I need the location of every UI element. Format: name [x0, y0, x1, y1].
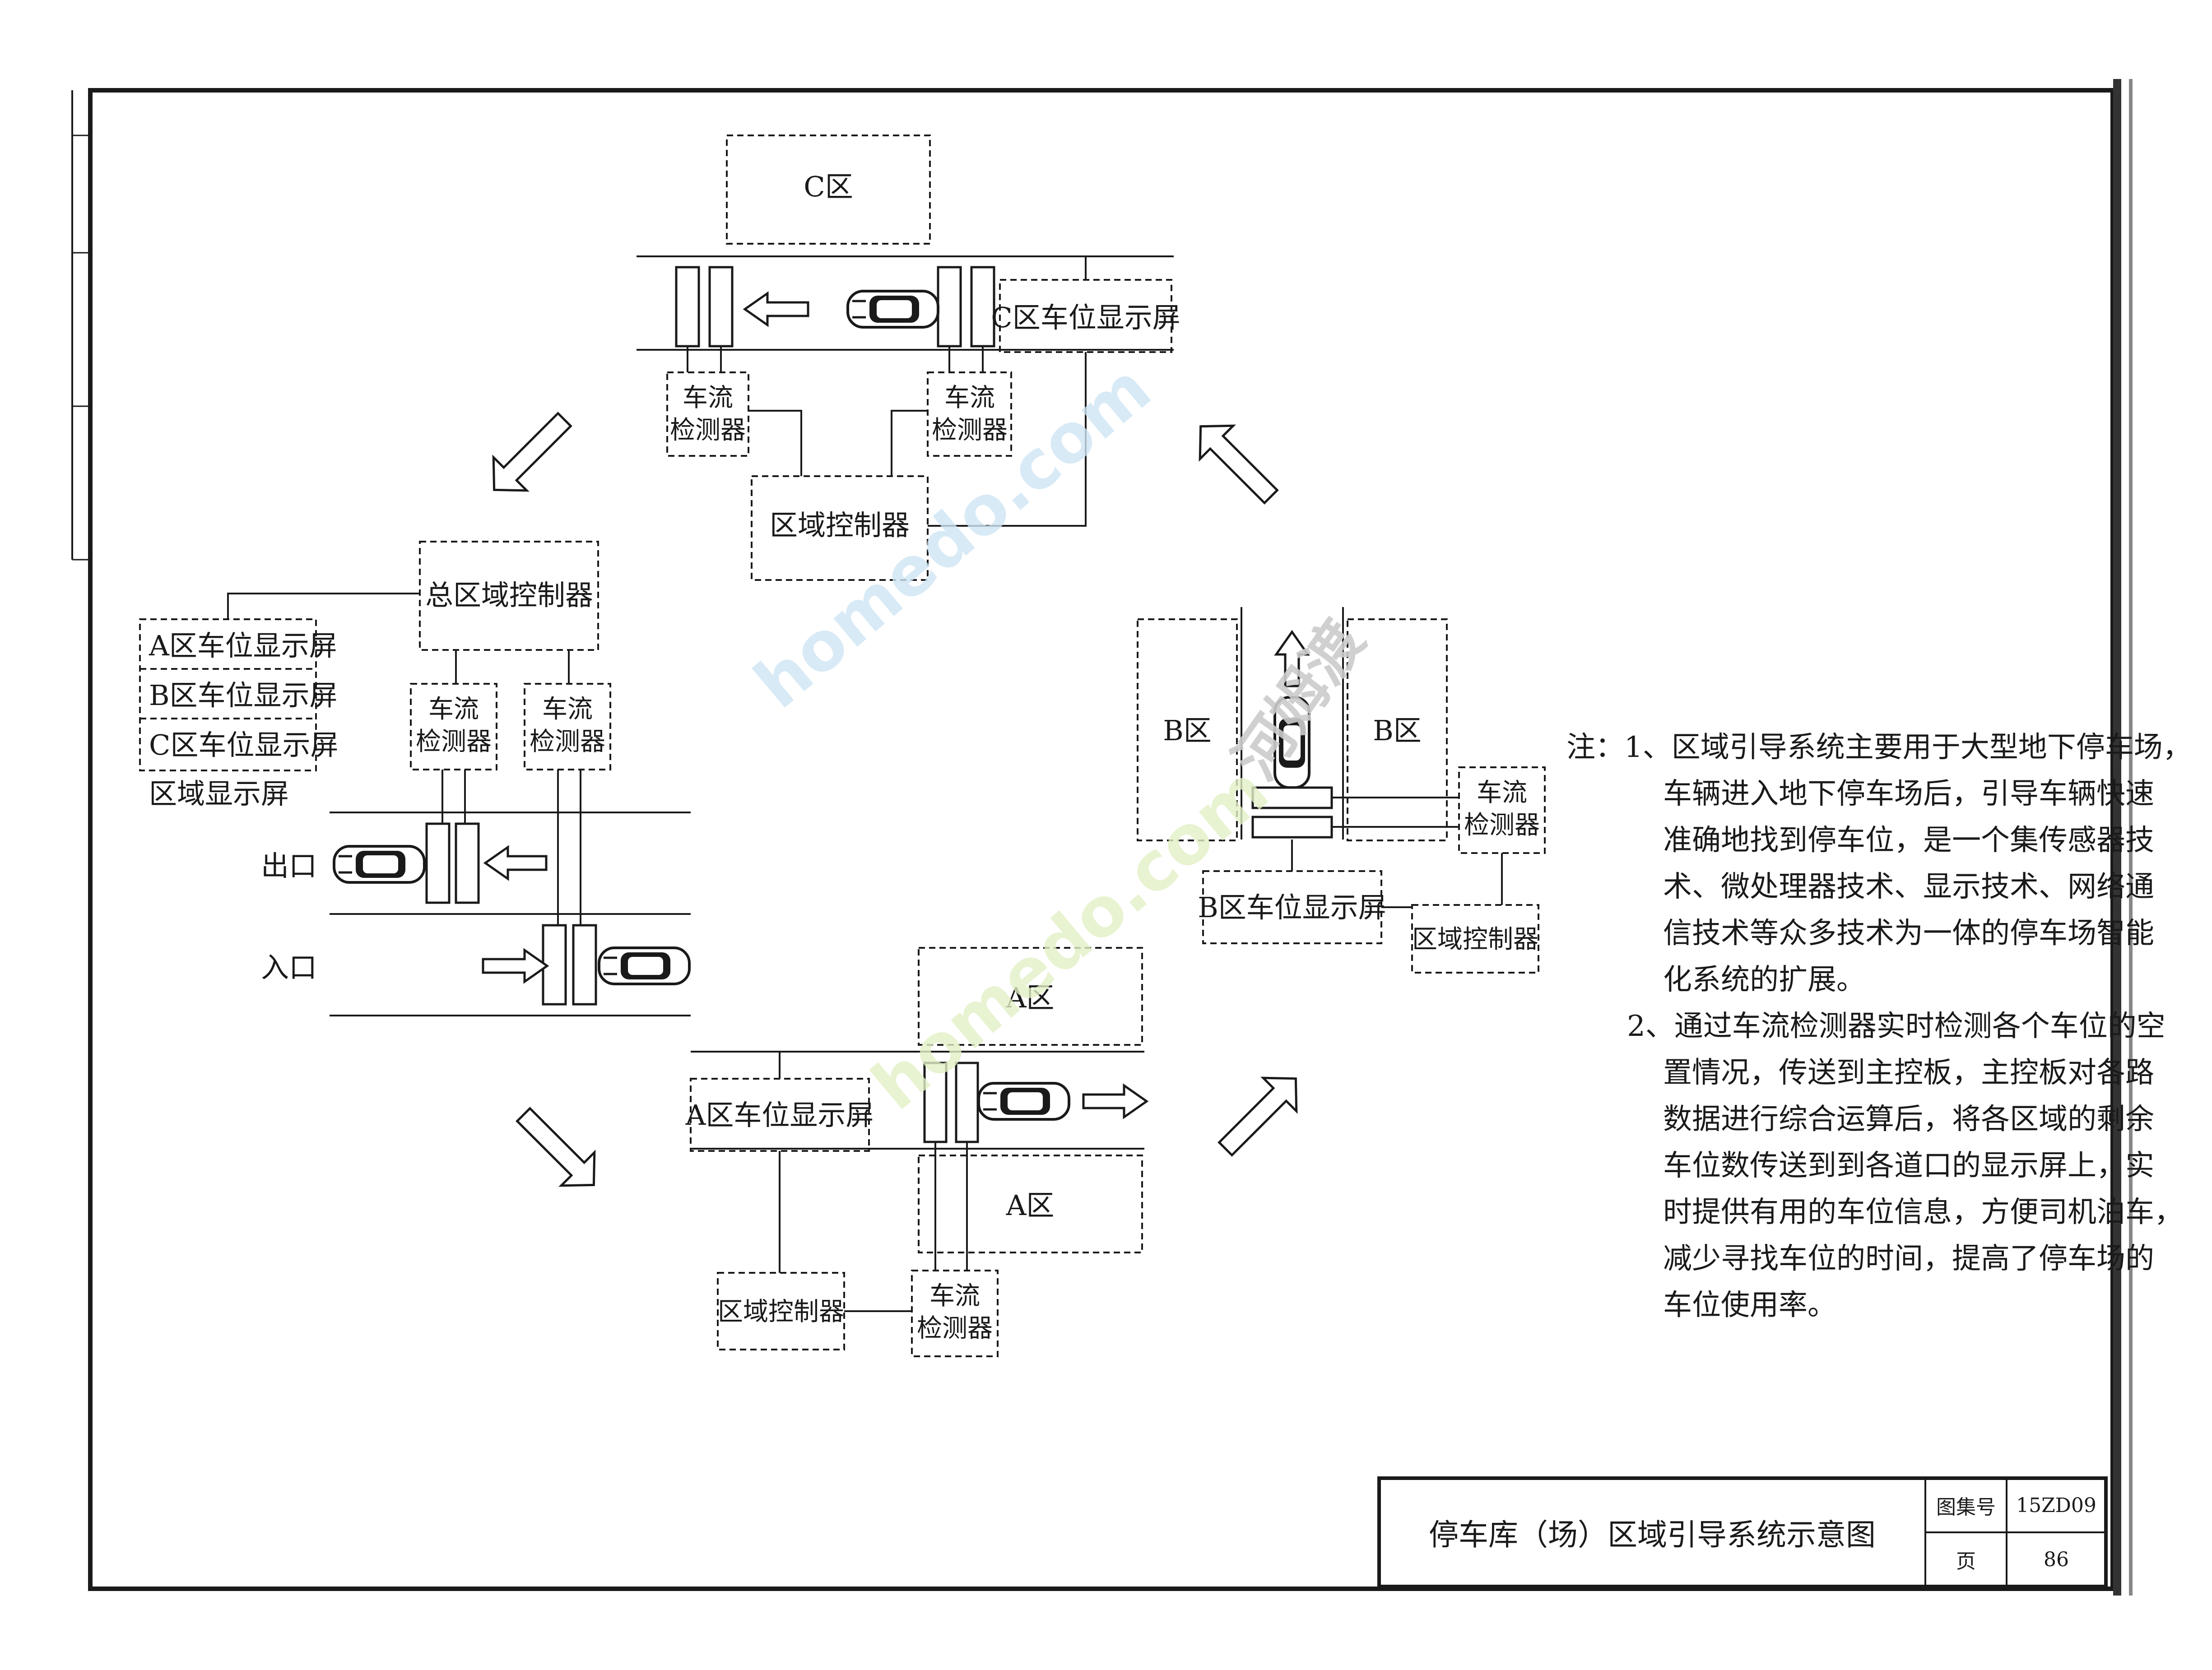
detector-label-line: 检测器	[917, 1314, 993, 1343]
zone-controller-label: 区域控制器	[770, 509, 910, 542]
zone-b-label: B区	[1373, 714, 1422, 747]
cycle-arrow-down-right	[516, 1107, 596, 1187]
note-2-line: 车位使用率。	[1663, 1289, 1836, 1322]
master-controller-label: 总区域控制器	[425, 579, 593, 612]
zone-b-display-label: B区车位显示屏	[149, 679, 338, 712]
detector-sensor	[1251, 786, 1333, 809]
zone-a-display-label: A区车位显示屏	[149, 629, 337, 662]
cycle-arrow-up-right	[1218, 1076, 1298, 1157]
drawing-title: 停车库（场）区域引导系统示意图	[1429, 1517, 1876, 1552]
zone-b-box-left	[1137, 618, 1238, 841]
zone-c-label: C区	[804, 170, 853, 203]
detector-sensor	[572, 924, 597, 1006]
detector-sensor	[923, 1062, 948, 1143]
zone-controller-box	[751, 475, 929, 581]
cycle-arrow-down-left	[492, 412, 572, 492]
detector-label-line: 车流	[929, 1281, 980, 1311]
note-1-line: 准确地找到停车位，是一个集传感器技	[1663, 824, 2154, 857]
atlas-number-value: 15ZD09	[2016, 1494, 2096, 1517]
detector-label-line: 检测器	[530, 727, 605, 756]
detector-sensor	[1251, 816, 1333, 839]
entrance-label: 入口	[261, 951, 317, 984]
master-controller-box	[419, 541, 599, 651]
drawing-frame	[71, 79, 2133, 1596]
entrance-cluster: 总区域控制器 A区车位显示屏 B区车位显示屏 C区车位显示屏 区域显示屏 车流检…	[139, 541, 691, 1016]
detector-label-line: 车流	[428, 695, 479, 724]
flow-arrow-right	[1082, 1083, 1149, 1119]
zone-c-display-label: C区车位显示屏	[149, 728, 338, 761]
title-block-frame	[1377, 1476, 2108, 1588]
zone-a-cluster: A区 A区 A区车位显示屏 车流检测器 区域控制器	[685, 947, 1149, 1357]
zone-c-display-label: C区车位显示屏	[991, 301, 1180, 334]
detector-sensor	[425, 822, 451, 904]
zone-b-cluster: B区 B区 车流检测器 B区车位显示屏 区域控制器	[1137, 607, 1546, 974]
detector-sensor	[955, 1062, 979, 1143]
flow-arrow-right	[482, 948, 549, 984]
zone-controller-label: 区域控制器	[718, 1297, 844, 1327]
note-2-line: 车位数传送到到各道口的显示屏上，实	[1663, 1149, 2154, 1183]
zone-b-box-right	[1347, 618, 1448, 841]
detector-label: 车流检测器	[932, 383, 1008, 445]
zone-controller-label: 区域控制器	[1412, 925, 1538, 954]
cycle-arrow-up-left	[1199, 424, 1279, 505]
zone-a-label: A区	[1006, 981, 1055, 1014]
zone-a-box-bottom	[918, 1155, 1143, 1253]
zone-display-group-label: 区域显示屏	[149, 777, 289, 810]
note-1-line: 注：1、区域引导系统主要用于大型地下停车场，	[1566, 731, 2192, 764]
detector-label: 车流检测器	[530, 695, 605, 756]
flow-arrow-up	[1274, 630, 1310, 687]
atlas-number-label: 图集号	[1936, 1496, 1996, 1519]
detector-box	[410, 683, 497, 770]
note-1-line: 术、微处理器技术、显示技术、网络通	[1663, 870, 2154, 904]
page-number: 86	[2044, 1548, 2069, 1571]
detector-label-line: 检测器	[932, 416, 1008, 445]
note-1-line: 信技术等众多技术为一体的停车场智能	[1663, 917, 2154, 950]
detector-label: 车流检测器	[670, 383, 746, 445]
zone-controller-box	[717, 1272, 845, 1350]
note-2-line: 数据进行综合运算后，将各区域的剩余	[1663, 1103, 2154, 1136]
zone-a-box-top	[918, 947, 1143, 1046]
note-1-line: 化系统的扩展。	[1663, 963, 1865, 997]
note-2-line: 2、通过车流检测器实时检测各个车位的空	[1627, 1010, 2166, 1043]
display-group-box	[139, 618, 317, 771]
exit-label: 出口	[261, 849, 317, 882]
detector-box	[524, 683, 611, 770]
detector-label-line: 车流	[1477, 778, 1527, 807]
zone-b-label: B区	[1163, 714, 1212, 747]
zone-a-display-label: A区车位显示屏	[685, 1099, 874, 1132]
zone-c-cluster: C区 C区车位显示屏 车流检测器 车流检测器 区域控制器	[637, 135, 1180, 581]
detector-sensor	[937, 266, 962, 348]
binding-margin-ticks	[72, 135, 90, 561]
detector-box	[911, 1270, 999, 1357]
detector-sensor	[708, 266, 734, 348]
detector-label: 车流检测器	[1464, 778, 1540, 840]
zone-b-display-label: B区车位显示屏	[1198, 891, 1386, 924]
zone-controller-box	[1411, 904, 1539, 974]
detector-label-line: 检测器	[670, 416, 746, 445]
note-1-line: 车辆进入地下停车场后，引导车辆快速	[1663, 777, 2154, 811]
detector-label-line: 车流	[944, 383, 995, 413]
detector-label-line: 检测器	[416, 727, 492, 756]
flow-arrow-left	[483, 845, 548, 881]
detector-sensor	[675, 266, 700, 348]
notes-block: 注：1、区域引导系统主要用于大型地下停车场， 车辆进入地下停车场后，引导车辆快速准…	[1566, 724, 2192, 1329]
detector-label-line: 检测器	[1464, 811, 1540, 840]
detector-label-line: 车流	[542, 695, 593, 724]
detector-label: 车流检测器	[917, 1281, 993, 1343]
note-2-line: 时提供有用的车位信息，方便司机泊车，	[1663, 1196, 2183, 1229]
note-2-line: 减少寻找车位的时间，提高了停车场的	[1663, 1242, 2154, 1276]
detector-sensor	[455, 822, 480, 904]
zone-a-label: A区	[1006, 1189, 1055, 1222]
detector-label-line: 车流	[683, 383, 733, 413]
note-2-line: 置情况，传送到主控板，主控板对各路	[1663, 1056, 2154, 1090]
page-label: 页	[1956, 1550, 1976, 1573]
detector-box	[1458, 766, 1546, 854]
cycle-arrows	[492, 412, 1298, 1187]
detector-box	[927, 371, 1012, 457]
flow-arrow-left	[743, 291, 809, 327]
detector-label: 车流检测器	[416, 695, 492, 756]
